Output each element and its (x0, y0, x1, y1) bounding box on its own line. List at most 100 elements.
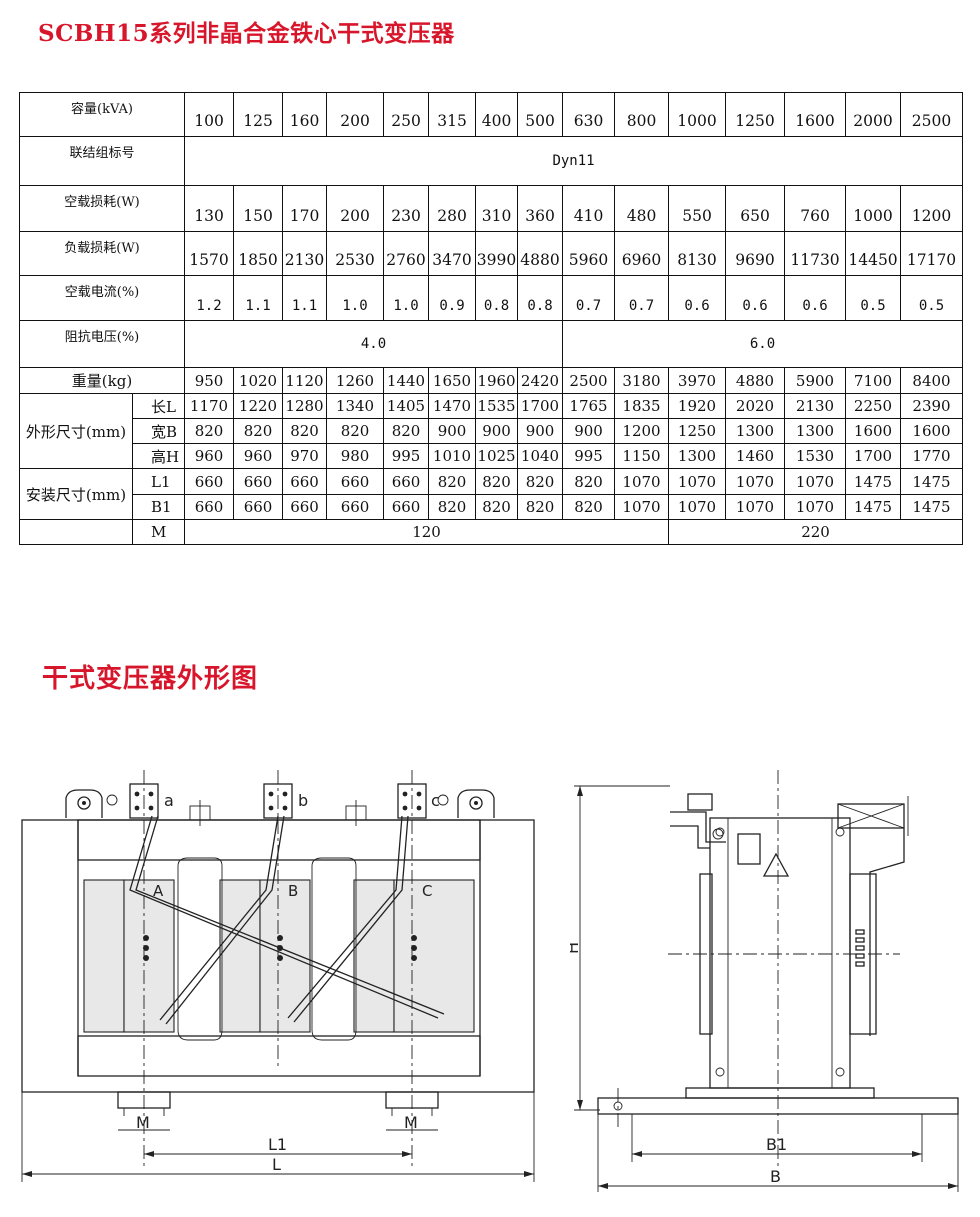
height-cell: 1770 (900, 443, 964, 469)
dim-b: B (770, 1167, 781, 1186)
dim-l1: L1 (268, 1135, 287, 1154)
side-body (709, 817, 851, 1089)
terminal-label-b: b (298, 791, 308, 810)
weight-cell: 1960 (475, 367, 519, 394)
coil-b (219, 879, 311, 1033)
install-label: 安装尺寸(mm) (19, 468, 133, 520)
l1-row: 安装尺寸(mm) L1 660 660 660 660 660 820 820 … (19, 468, 964, 520)
capacity-cell: 1000 (668, 92, 727, 137)
b1-cell: 660 (233, 494, 284, 520)
length-cell: 1765 (562, 393, 616, 419)
capacity-cell: 2000 (845, 92, 902, 137)
capacity-cell: 250 (383, 92, 430, 137)
b1-cell: 820 (428, 494, 477, 520)
load-loss-cell: 2130 (282, 231, 328, 276)
noload-current-label: 空载电流(%) (18, 275, 186, 321)
lower-clamp-frame (77, 1035, 481, 1077)
coil-c (353, 879, 475, 1033)
noload-current-cell: 0.6 (668, 275, 727, 321)
capacity-label: 容量(kVA) (18, 92, 186, 137)
height-cell: 980 (326, 443, 385, 469)
b1-row: B1 660 660 660 660 660 820 820 820 820 1… (20, 494, 964, 520)
m-high-value: 220 (668, 519, 964, 545)
l1-cell: 820 (517, 468, 564, 495)
lifting-lug-left (65, 789, 118, 818)
b1-cell: 1475 (900, 494, 964, 520)
base-foot-left (117, 1091, 171, 1116)
noload-current-cell: 1.0 (383, 275, 430, 321)
noload-current-row: 空载电流(%) 1.2 1.1 1.1 1.0 1.0 0.9 0.8 0.8 … (18, 275, 964, 321)
b1-cell: 1070 (668, 494, 727, 520)
noload-current-cell: 0.6 (784, 275, 847, 321)
noload-current-cell: 1.0 (326, 275, 385, 321)
width-cell: 900 (428, 418, 477, 444)
width-cell: 1300 (725, 418, 786, 444)
width-cell: 900 (475, 418, 519, 444)
height-cell: 995 (562, 443, 616, 469)
weight-cell: 5900 (784, 367, 847, 394)
phase-label-c: C (422, 882, 432, 900)
noload-loss-cell: 1000 (845, 185, 902, 232)
b1-cell: 660 (383, 494, 430, 520)
section-title: 干式变压器外形图 (42, 664, 259, 694)
terminal-label-c: c (431, 791, 440, 810)
length-cell: 1340 (326, 393, 385, 419)
weight-cell: 1020 (233, 367, 284, 394)
width-cell: 820 (282, 418, 328, 444)
l1-cell: 1070 (614, 468, 670, 495)
capacity-cell: 500 (517, 92, 564, 137)
noload-loss-cell: 310 (475, 185, 519, 232)
l1-cell: 820 (428, 468, 477, 495)
capacity-cell: 100 (184, 92, 235, 137)
connection-label: 联结组标号 (18, 136, 186, 186)
noload-current-cell: 0.7 (562, 275, 616, 321)
b1-cell: 1070 (784, 494, 847, 520)
vent-fins (855, 929, 865, 967)
noload-current-cell: 0.7 (614, 275, 670, 321)
l1-cell: 820 (475, 468, 519, 495)
capacity-cell: 315 (428, 92, 477, 137)
load-loss-cell: 11730 (784, 231, 847, 276)
height-cell: 1040 (517, 443, 564, 469)
noload-loss-cell: 230 (383, 185, 430, 232)
height-cell: 960 (233, 443, 284, 469)
impedance-row: 阻抗电压(%) 4.0 6.0 (18, 320, 964, 368)
noload-current-cell: 0.8 (475, 275, 519, 321)
l1-cell: 660 (184, 468, 235, 495)
noload-loss-cell: 760 (784, 185, 847, 232)
b1-cell: 1475 (845, 494, 902, 520)
length-cell: 1535 (475, 393, 519, 419)
length-cell: 1220 (233, 393, 284, 419)
width-cell: 900 (517, 418, 564, 444)
l1-cell: 660 (233, 468, 284, 495)
load-loss-cell: 5960 (562, 231, 616, 276)
length-cell: 2390 (900, 393, 964, 419)
height-cell: 1530 (784, 443, 847, 469)
base-foot-right (385, 1091, 439, 1116)
l1-cell: 1070 (668, 468, 727, 495)
load-loss-cell: 17170 (900, 231, 964, 276)
phase-label-a: A (153, 882, 164, 900)
weight-cell: 1260 (326, 367, 385, 394)
capacity-cell: 400 (475, 92, 519, 137)
lifting-lug-right (437, 789, 495, 818)
top-clamp-left (189, 800, 211, 826)
noload-loss-cell: 550 (668, 185, 727, 232)
b1-cell: 1070 (725, 494, 786, 520)
width-cell: 820 (233, 418, 284, 444)
dim-l: L (272, 1155, 281, 1174)
l1-cell: 660 (383, 468, 430, 495)
capacity-row: 容量(kVA) 100 125 160 200 250 315 400 500 … (18, 92, 964, 137)
noload-loss-cell: 480 (614, 185, 670, 232)
load-loss-cell: 1570 (184, 231, 235, 276)
width-cell: 820 (184, 418, 235, 444)
height-cell: 1460 (725, 443, 786, 469)
noload-loss-cell: 360 (517, 185, 564, 232)
load-loss-cell: 3470 (428, 231, 477, 276)
noload-loss-cell: 150 (233, 185, 284, 232)
load-loss-label: 负载损耗(W) (18, 231, 186, 276)
spec-table: 容量(kVA) 100 125 160 200 250 315 400 500 … (18, 92, 964, 545)
b1-cell: 660 (184, 494, 235, 520)
length-cell: 2250 (845, 393, 902, 419)
height-cell: 1700 (845, 443, 902, 469)
